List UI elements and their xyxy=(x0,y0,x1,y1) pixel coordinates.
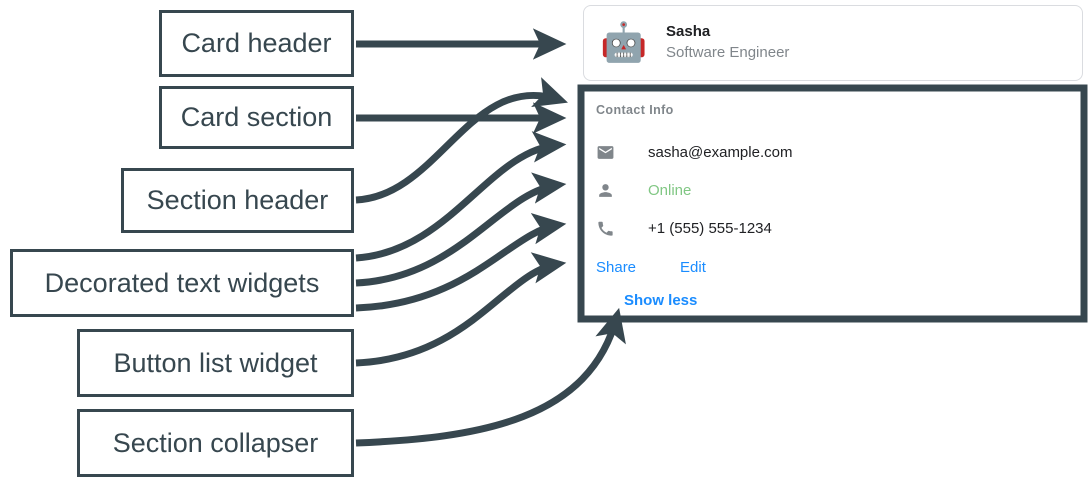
arrow-button-list xyxy=(355,252,567,367)
annotation-section-collapser: Section collapser xyxy=(77,409,354,477)
annotation-section-header-label: Section header xyxy=(146,185,329,215)
decorated-text-widget-status: Online xyxy=(596,171,1087,209)
button-list-widget: Share Edit xyxy=(596,249,1087,285)
edit-button[interactable]: Edit xyxy=(680,258,706,276)
annotation-section-header: Section header xyxy=(121,168,354,233)
section-collapser-row: Show less xyxy=(596,285,1087,315)
decorated-text-widget-email: sasha@example.com xyxy=(596,133,1087,171)
arrow-section-collapser xyxy=(355,307,626,447)
email-icon xyxy=(596,143,618,162)
email-value: sasha@example.com xyxy=(648,143,793,161)
card-header-text: Sasha Software Engineer xyxy=(666,22,789,64)
show-less-button[interactable]: Show less xyxy=(624,291,698,309)
profile-card: 🤖 Sasha Software Engineer xyxy=(583,5,1083,81)
annotation-button-list-label: Button list widget xyxy=(113,347,318,378)
annotation-section-collapser-label: Section collapser xyxy=(112,427,319,458)
card-section: Contact Info sasha@example.com Online xyxy=(578,85,1087,322)
arrow-decorated-phone xyxy=(355,213,567,312)
section-header: Contact Info xyxy=(596,103,674,117)
card-header-title: Sasha xyxy=(666,23,711,40)
status-value: Online xyxy=(648,181,692,199)
robot-emoji-icon: 🤖 xyxy=(600,22,648,64)
annotation-card-header-label: Card header xyxy=(181,28,332,58)
share-button[interactable]: Share xyxy=(596,258,637,276)
annotation-card-section-label: Card section xyxy=(180,102,333,132)
annotation-decorated-text: Decorated text widgets xyxy=(10,249,354,317)
card-header-subtitle: Software Engineer xyxy=(666,44,790,62)
arrow-section-header xyxy=(355,77,568,204)
person-icon xyxy=(596,181,618,200)
annotation-button-list: Button list widget xyxy=(77,329,354,397)
phone-value: +1 (555) 555-1234 xyxy=(648,219,772,237)
arrow-decorated-email xyxy=(355,131,567,262)
card-header: 🤖 Sasha Software Engineer xyxy=(584,6,1082,80)
annotation-card-section: Card section xyxy=(159,86,354,149)
annotation-card-header: Card header xyxy=(159,10,354,77)
decorated-text-widget-phone: +1 (555) 555-1234 xyxy=(596,209,1087,247)
phone-icon xyxy=(596,219,618,238)
annotation-decorated-text-label: Decorated text widgets xyxy=(44,267,320,298)
arrow-decorated-status xyxy=(355,172,567,287)
